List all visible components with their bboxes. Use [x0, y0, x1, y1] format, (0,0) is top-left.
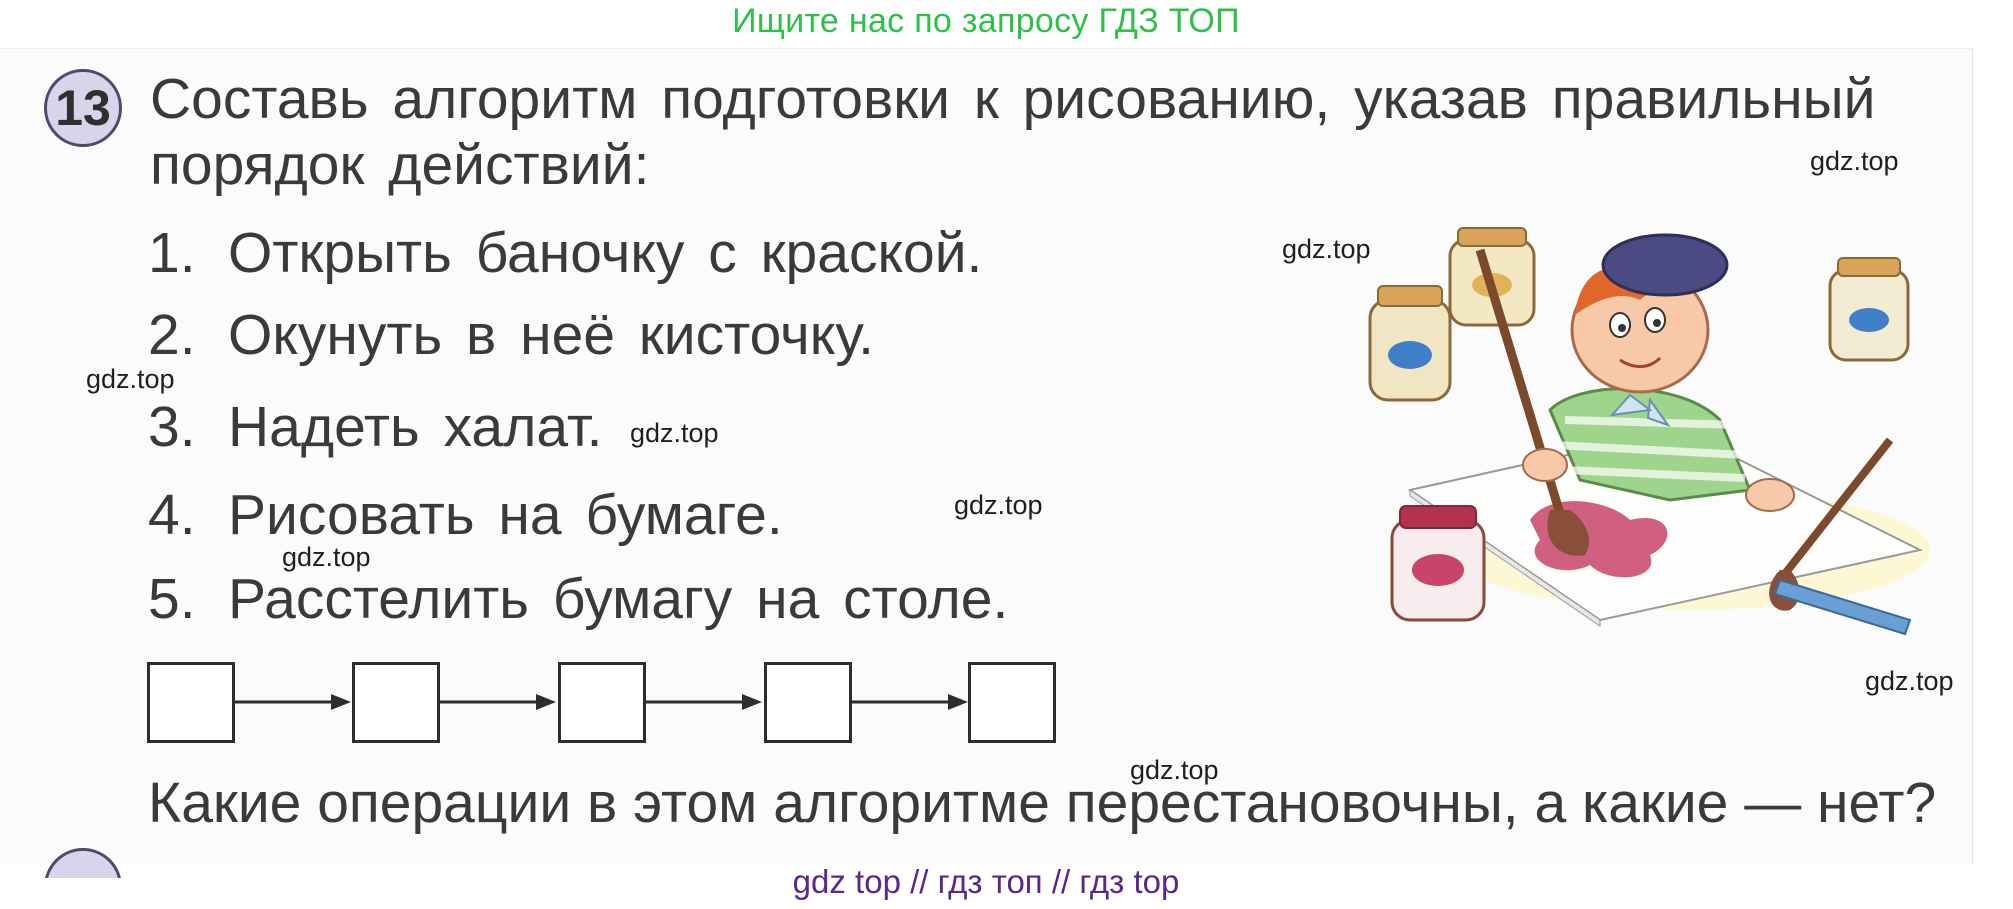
arrow-icon [235, 694, 351, 710]
step-4: 4. Рисовать на бумаге. [148, 482, 783, 548]
answer-box-2[interactable] [352, 662, 440, 743]
paint-jar-icon [1368, 285, 1452, 402]
task-question: Какие операции в этом алгоритме перестан… [148, 771, 1937, 835]
next-task-badge [44, 848, 122, 878]
step-number: 3. [148, 395, 196, 459]
watermark: gdz.top [1130, 755, 1219, 785]
task-heading: Составь алгоритм подготовки к рисованию,… [150, 67, 1876, 197]
watermark: gdz.top [1865, 666, 1954, 696]
answer-box-5[interactable] [968, 662, 1056, 743]
footer-watermark: gdz top // гдз топ // гдз top [792, 863, 1180, 900]
arrow-icon [646, 694, 762, 710]
paint-jar-icon [1828, 257, 1910, 362]
step-text: Окунуть в неё кисточку. [228, 303, 874, 367]
watermark: gdz.top [954, 490, 1043, 520]
step-number: 4. [148, 483, 196, 547]
search-banner: Ищите нас по запросу ГДЗ ТОП [732, 2, 1240, 40]
step-1: 1. Открыть баночку с краской. [148, 220, 982, 286]
arrow-icon [440, 694, 556, 710]
answer-box-3[interactable] [558, 662, 646, 743]
watermark: gdz.top [630, 418, 719, 448]
watermark: gdz.top [86, 364, 175, 394]
step-2: 2. Окунуть в неё кисточку. [148, 302, 874, 368]
answer-box-1[interactable] [147, 662, 235, 743]
boy-painting-illustration [1368, 227, 1930, 636]
step-number: 1. [148, 221, 196, 285]
arrow-icon [852, 694, 968, 710]
step-3: 3. Надеть халат. [148, 394, 602, 460]
step-text: Открыть баночку с краской. [228, 221, 983, 285]
task-number-badge: 13 [44, 69, 122, 147]
step-text: Надеть халат. [228, 395, 603, 459]
watermark: gdz.top [1282, 234, 1371, 264]
step-5: 5. Расстелить бумагу на столе. [148, 566, 1008, 632]
step-text: Расстелить бумагу на столе. [228, 567, 1009, 631]
step-number: 2. [148, 303, 196, 367]
paint-jar-icon [1390, 505, 1486, 622]
step-text: Рисовать на бумаге. [228, 483, 783, 547]
answer-box-4[interactable] [764, 662, 852, 743]
watermark: gdz.top [282, 542, 371, 572]
step-number: 5. [148, 567, 196, 631]
watermark: gdz.top [1810, 146, 1899, 176]
